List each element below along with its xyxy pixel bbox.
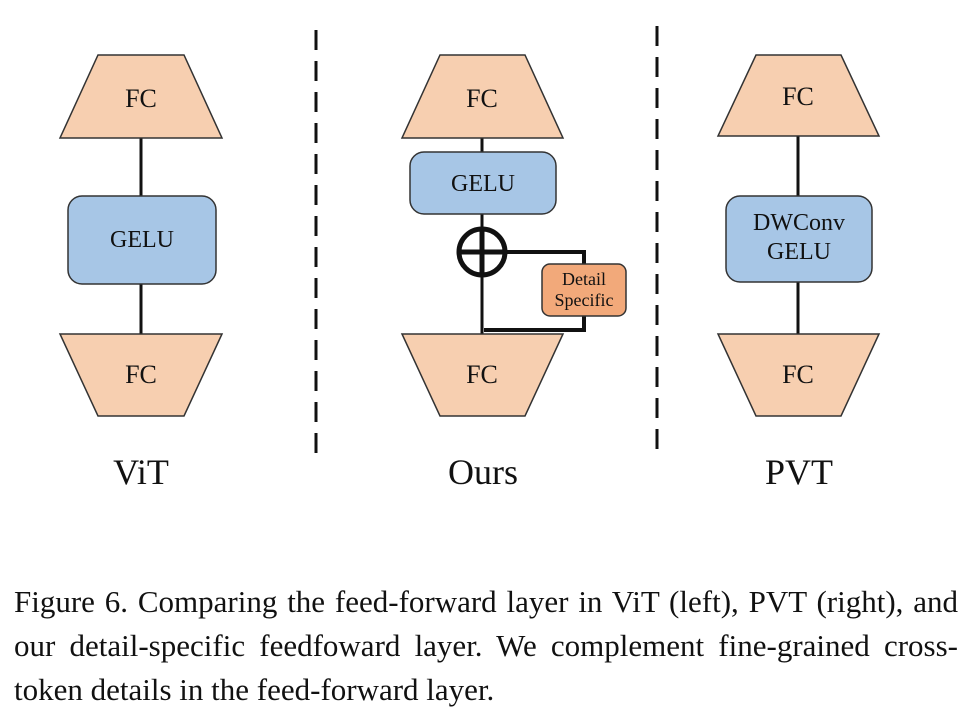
ours-bottom-fc-label: FC xyxy=(466,360,498,389)
ours-top-fc-block xyxy=(400,54,565,139)
ours-top-fc-label: FC xyxy=(466,84,498,113)
vit-panel-label: ViT xyxy=(113,452,169,492)
pvt-top-fc-label: FC xyxy=(782,82,814,111)
vit-gelu-block xyxy=(67,195,217,285)
vit-panel: FC GELU FC ViT xyxy=(58,54,224,492)
ours-branch-return xyxy=(484,316,586,332)
ours-detail-specific-block xyxy=(541,263,627,317)
ours-gelu-label: GELU xyxy=(451,171,515,197)
ours-detail-label-line2: Specific xyxy=(555,290,614,310)
ours-panel-label: Ours xyxy=(448,452,518,492)
vit-top-fc-block xyxy=(58,54,224,139)
pvt-bottom-fc-block xyxy=(716,333,881,417)
ours-gelu-block xyxy=(409,151,557,215)
pvt-gelu-label: GELU xyxy=(767,239,831,265)
pvt-panel-label: PVT xyxy=(765,452,833,492)
figure-caption: Figure 6. Comparing the feed-forward lay… xyxy=(14,584,958,707)
ours-bottom-fc-block xyxy=(400,333,565,417)
feed-forward-diagram: FC GELU FC ViT FC GELU Detail Specific F… xyxy=(58,26,881,492)
pvt-panel: FC DWConv GELU FC PVT xyxy=(716,54,881,492)
add-icon xyxy=(456,226,508,278)
pvt-bottom-fc-label: FC xyxy=(782,360,814,389)
vit-top-fc-label: FC xyxy=(125,84,157,113)
pvt-dwconv-label: DWConv xyxy=(753,210,845,236)
ours-detail-label-line1: Detail xyxy=(562,269,606,289)
vit-gelu-label: GELU xyxy=(110,227,174,253)
pvt-dwconv-gelu-block xyxy=(725,195,873,283)
ours-panel: FC GELU Detail Specific FC Ours xyxy=(400,54,627,492)
ours-branch-path xyxy=(506,250,586,264)
pvt-top-fc-block xyxy=(716,54,881,137)
vit-bottom-fc-block xyxy=(58,333,224,417)
vit-bottom-fc-label: FC xyxy=(125,360,157,389)
